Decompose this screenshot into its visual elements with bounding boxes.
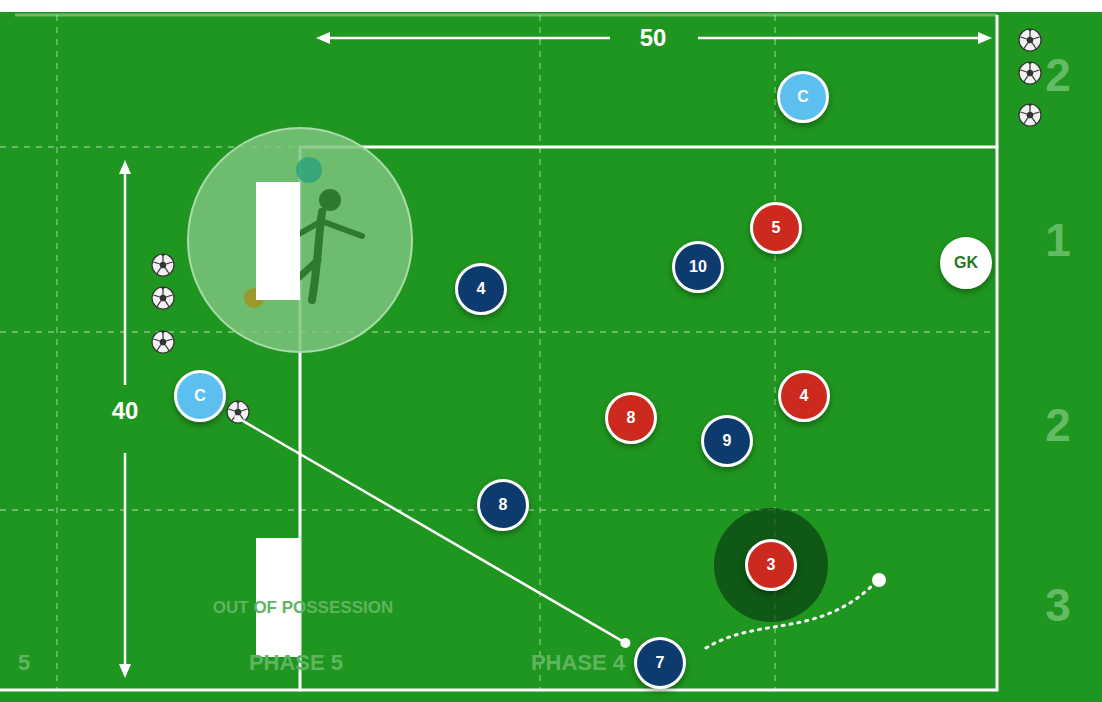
goalkeeper-marker: GK: [940, 237, 992, 289]
player-number: 8: [627, 410, 636, 426]
player-number: 5: [772, 220, 781, 236]
player-number: 3: [767, 557, 776, 573]
goal: [256, 182, 300, 300]
phase-label: PHASE 4: [531, 652, 625, 674]
phase-label: 5: [18, 652, 30, 674]
player-icon: [188, 128, 412, 352]
grid-lines: [0, 15, 997, 690]
dribble-end: [872, 573, 886, 587]
ball-supply: [152, 29, 1041, 423]
goal: [256, 538, 300, 657]
dimension-label: 50: [634, 24, 673, 52]
zone-number: 3: [1045, 582, 1071, 628]
dimension-arrows: [119, 32, 992, 678]
player-number: 10: [689, 259, 707, 275]
coach-marker: C: [777, 71, 829, 123]
player-number: GK: [954, 255, 978, 271]
opponent-player: 8: [605, 392, 657, 444]
team-player: 8: [477, 479, 529, 531]
team-player: 9: [701, 415, 753, 467]
team-player: 4: [455, 263, 507, 315]
opponent-player: 4: [778, 370, 830, 422]
player-number: 8: [499, 497, 508, 513]
pressing-halo: [714, 508, 828, 622]
player-number: 4: [800, 388, 809, 404]
player-number: C: [797, 89, 809, 105]
phase-label: OUT OF POSSESSION: [213, 599, 393, 616]
phase-label: PHASE 5: [249, 652, 343, 674]
player-number: C: [194, 388, 206, 404]
coach-marker: C: [174, 370, 226, 422]
field-lines: [0, 15, 997, 690]
player-number: 7: [656, 655, 665, 671]
zone-number: 1: [1045, 217, 1071, 263]
player-number: 9: [723, 433, 732, 449]
dimension-label: 40: [106, 397, 145, 425]
zone-number: 2: [1045, 52, 1071, 98]
player-number: 4: [477, 281, 486, 297]
pass-end-dot: [620, 638, 630, 648]
dribble-path: [706, 580, 878, 648]
zone-number: 2: [1045, 402, 1071, 448]
opponent-player: 3: [745, 539, 797, 591]
opponent-player: 5: [750, 202, 802, 254]
team-player: 7: [634, 637, 686, 689]
team-player: 10: [672, 241, 724, 293]
